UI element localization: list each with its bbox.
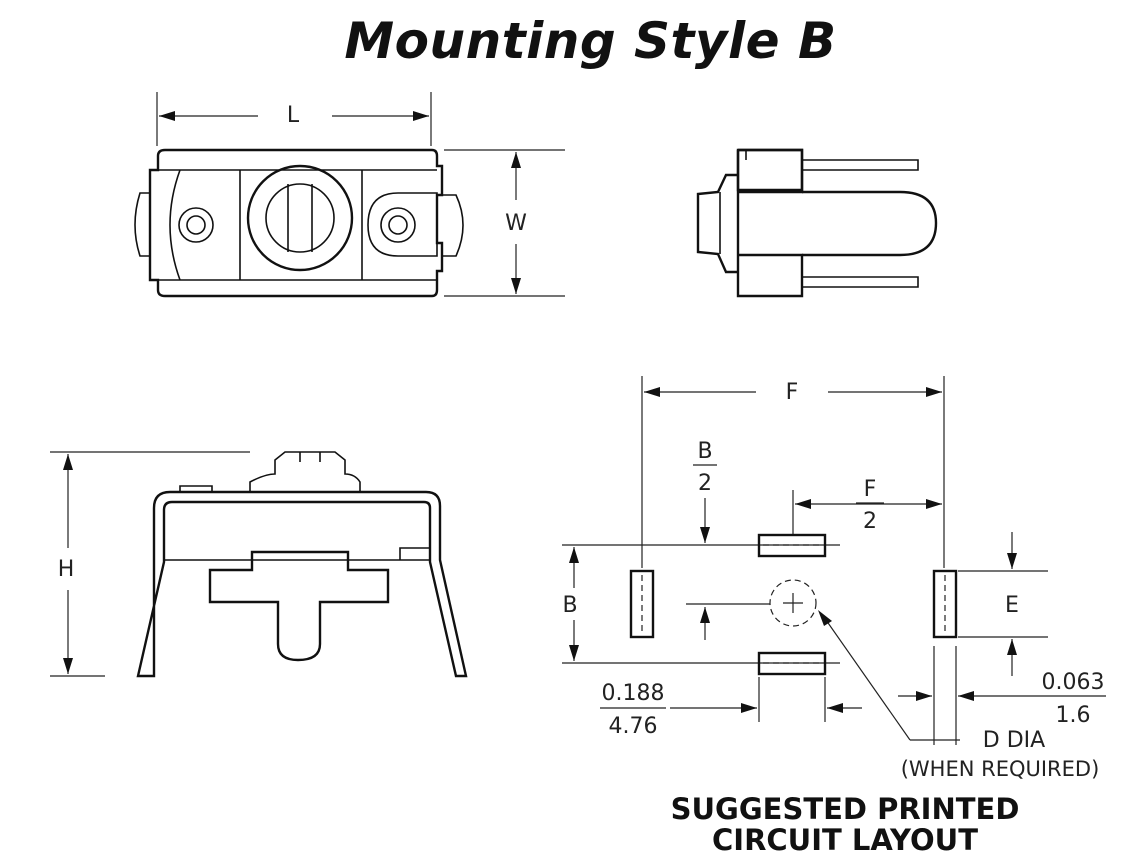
dim-0188-mm: 4.76 — [609, 714, 658, 739]
dim-1-6-mm: 1.6 — [1056, 703, 1091, 728]
side-view — [696, 148, 938, 298]
pad-right — [932, 569, 958, 639]
front-view: H — [50, 451, 468, 678]
dim-0063-inches: 0.063 — [1042, 670, 1105, 695]
pad-top — [757, 533, 827, 558]
center-hole — [769, 579, 817, 627]
dim-label-f: F — [786, 380, 799, 405]
caption-line-2: CIRCUIT LAYOUT — [712, 823, 978, 857]
dim-label-e: E — [1005, 593, 1019, 618]
dim-label-l: L — [287, 103, 300, 128]
f-half-numerator: F — [864, 477, 877, 502]
f-half-denominator: 2 — [863, 509, 877, 534]
dim-label-w: W — [505, 211, 527, 236]
b-half-numerator: B — [697, 439, 712, 464]
when-required-label: (WHEN REQUIRED) — [901, 757, 1100, 781]
top-view: L W — [134, 92, 565, 298]
dim-label-b: B — [562, 593, 577, 618]
d-dia-label: D DIA — [983, 728, 1045, 753]
dim-label-h: H — [58, 557, 75, 582]
dim-0188-inches: 0.188 — [602, 681, 665, 706]
caption-line-1: SUGGESTED PRINTED — [670, 792, 1020, 826]
pad-left — [629, 569, 655, 639]
b-half-denominator: 2 — [698, 471, 712, 496]
page-title: Mounting Style B — [344, 12, 837, 70]
pcb-layout: F F 2 B 2 B — [562, 376, 1106, 781]
pad-bottom — [757, 651, 827, 676]
